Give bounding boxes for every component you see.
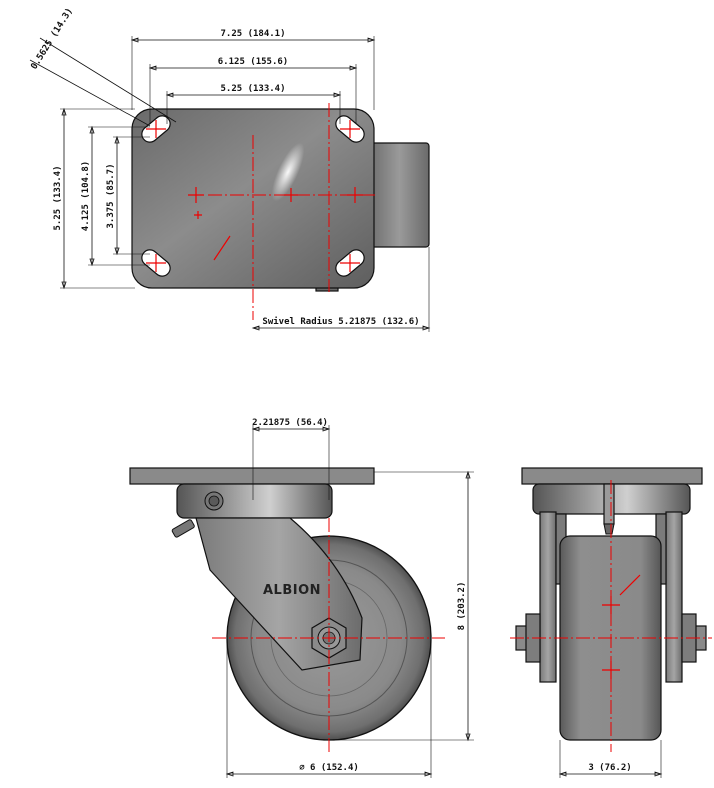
hole-center-marks <box>146 120 363 272</box>
swivel-ring <box>176 483 333 519</box>
dim-overall-width: 7.25 (184.1) <box>220 29 285 39</box>
dim-bolt-height-inner: 3.375 (85.7) <box>106 163 116 228</box>
front-center-marks <box>602 574 641 679</box>
kingpin-tip <box>603 523 615 535</box>
dim-bolt-height-outer: 4.125 (104.8) <box>81 161 91 231</box>
fork-leg-left <box>539 511 557 683</box>
grease-fitting <box>171 519 195 538</box>
plate-highlight <box>271 142 305 202</box>
top-plate <box>131 108 375 289</box>
ring-bolt-inner <box>208 495 220 507</box>
dim-swivel-offset: 2.21875 (56.4) <box>252 418 328 428</box>
side-view: ALBION 2.21875 (56.4) 8 (203.2) ⌀ 6 (152… <box>129 418 474 778</box>
front-top-plate <box>521 467 703 485</box>
brand-logo: ALBION <box>263 583 321 598</box>
dim-bolt-width-outer: 6.125 (155.6) <box>218 57 288 67</box>
dim-wheel-diameter: ⌀ 6 (152.4) <box>299 763 359 773</box>
top-view: 7.25 (184.1) 6.125 (155.6) 5.25 (133.4) … <box>29 6 431 332</box>
fork-leg-right <box>665 511 683 683</box>
dim-overall-height: 5.25 (133.4) <box>53 165 63 230</box>
front-view: 3 (76.2) <box>510 467 712 778</box>
dim-overall-height-side: 8 (203.2) <box>457 582 467 631</box>
dim-wheel-width: 3 (76.2) <box>588 763 631 773</box>
kingpin <box>603 483 615 525</box>
swivel-housing-side <box>369 142 430 248</box>
side-top-plate <box>129 467 375 485</box>
dim-swivel-radius: Swivel Radius 5.21875 (132.6) <box>262 316 419 327</box>
dim-hole-diameter: 0.5625 (14.3) <box>29 6 75 71</box>
top-dimensions <box>29 36 431 332</box>
dim-bolt-width-inner: 5.25 (133.4) <box>220 84 285 94</box>
